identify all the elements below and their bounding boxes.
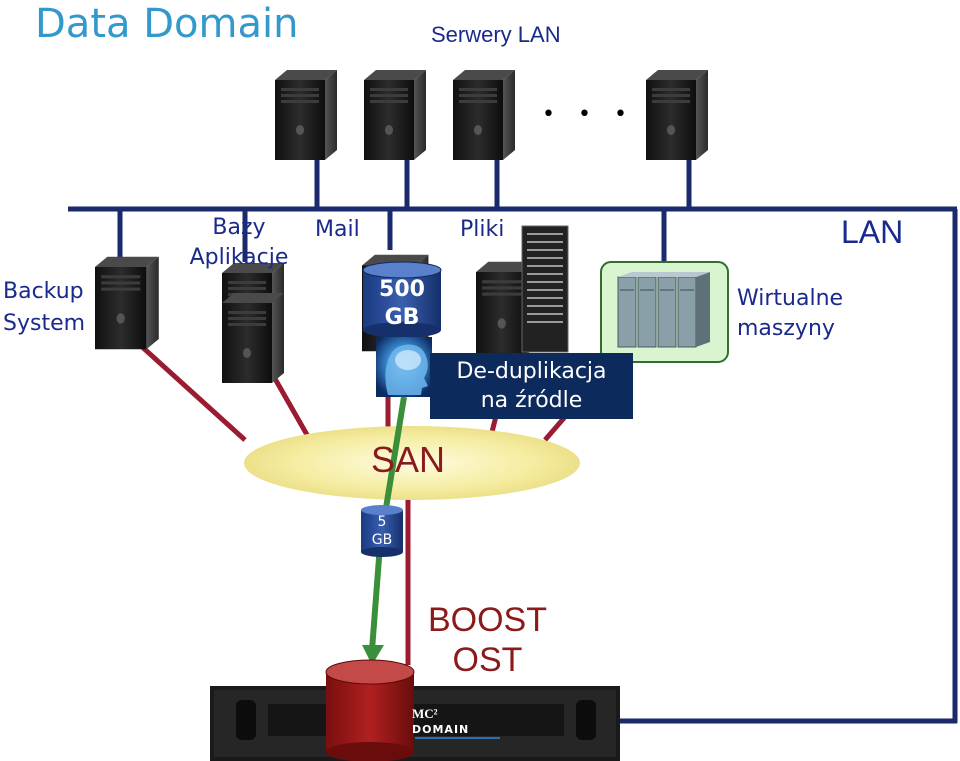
transfer-capacity-value: 5 <box>377 514 387 530</box>
source-capacity-unit: GB <box>384 305 420 330</box>
virtual-machines-label-line-1: Wirtualne <box>737 286 844 311</box>
backup-system-label: Backup System <box>3 276 85 340</box>
databases-applications-label: Bazy Aplikacje <box>184 213 294 273</box>
databases-label-line-1: Bazy <box>212 215 266 240</box>
transfer-capacity-label: 5 GB <box>361 513 403 549</box>
lan-server-3 <box>453 70 515 160</box>
backup-server-icon <box>95 256 159 350</box>
lan-server-1 <box>275 70 337 160</box>
lan-label: LAN <box>841 214 904 250</box>
source-capacity-label: 500 GB <box>363 276 441 332</box>
database-servers-icon <box>222 263 284 383</box>
appliance-brand-emc: MC² <box>412 706 438 721</box>
deduplication-label-line-1: De-duplikacja <box>456 359 607 384</box>
boost-label: BOOST <box>427 601 548 639</box>
virtual-machines-icon <box>600 261 729 363</box>
databases-label-line-2: Aplikacje <box>189 245 289 270</box>
transfer-storage-cylinder-icon <box>361 505 403 557</box>
diagram-title: Data Domain <box>35 1 299 47</box>
ost-label: OST <box>452 641 523 679</box>
lan-server-4 <box>646 70 708 160</box>
data-domain-appliance-icon <box>210 686 620 761</box>
lan-network-lines <box>68 160 958 724</box>
boost-ost-label: BOOST OST <box>425 600 550 680</box>
head-brain-icon <box>376 337 432 397</box>
more-servers-dots: • • • <box>542 102 635 127</box>
file-server-rack-icon <box>521 225 569 353</box>
deduplication-box <box>430 353 633 419</box>
backup-system-label-line-2: System <box>3 311 86 336</box>
transfer-capacity-unit: GB <box>371 532 393 548</box>
virtual-machines-label-line-2: maszyny <box>737 316 835 341</box>
lan-servers-label: Serwery LAN <box>431 22 561 47</box>
virtual-machines-label: Wirtualne maszyny <box>737 284 843 344</box>
mail-label: Mail <box>315 217 360 242</box>
deduplication-label-line-2: na źródle <box>480 388 583 413</box>
appliance-brand-domain: DOMAIN <box>412 723 470 736</box>
target-storage-cylinder-icon <box>325 659 415 761</box>
backup-system-label-line-1: Backup <box>3 279 84 304</box>
deduplication-label: De-duplikacja na źródle <box>430 357 633 415</box>
files-label: Pliki <box>460 217 505 242</box>
source-capacity-value: 500 <box>379 277 425 302</box>
san-oval <box>244 426 580 500</box>
lan-server-2 <box>364 70 426 160</box>
source-storage-cylinder-icon <box>362 261 442 338</box>
san-label: SAN <box>371 439 446 480</box>
